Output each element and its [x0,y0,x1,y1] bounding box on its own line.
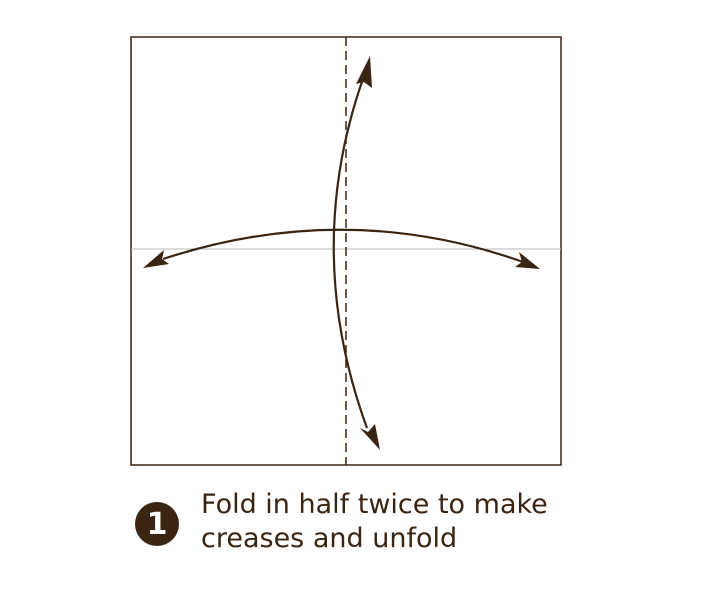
double-headed-arrow-vertical-icon [332,56,380,450]
instruction-line-1: Fold in half twice to make [201,489,548,520]
step-number-badge: 1 [135,502,179,546]
step-instruction-text: Fold in half twice to make creases and u… [201,488,601,556]
step-instruction: 1 Fold in half twice to make creases and… [135,488,601,556]
instruction-line-2: creases and unfold [201,523,458,554]
double-headed-arrow-horizontal-icon [143,228,540,269]
